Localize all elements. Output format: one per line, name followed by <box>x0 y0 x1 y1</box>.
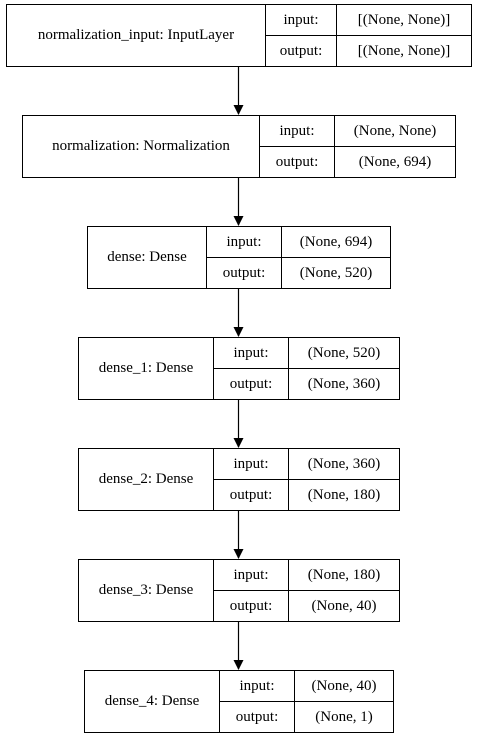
input-label: input: <box>260 116 335 146</box>
layer-node-dense-4: dense_4: Dense input: (None, 40) output:… <box>84 670 394 733</box>
layer-node-normalization-input: normalization_input: InputLayer input: [… <box>6 4 472 67</box>
input-label: input: <box>220 671 295 701</box>
output-label: output: <box>207 258 282 288</box>
output-shape: (None, 694) <box>358 153 432 170</box>
output-shape: (None, 1) <box>315 708 373 725</box>
layer-name: dense_1: Dense <box>79 338 214 399</box>
input-label: input: <box>214 560 289 590</box>
input-label: input: <box>207 227 282 257</box>
output-shape: (None, 520) <box>299 264 373 281</box>
output-shape: (None, 40) <box>311 597 377 614</box>
layer-name: dense_2: Dense <box>79 449 214 510</box>
input-shape: (None, None) <box>353 122 437 139</box>
layer-name: normalization_input: InputLayer <box>7 5 266 66</box>
input-label: input: <box>266 5 337 35</box>
layer-node-dense-1: dense_1: Dense input: (None, 520) output… <box>78 337 400 400</box>
input-shape: (None, 360) <box>307 455 381 472</box>
layer-name: dense: Dense <box>88 227 207 288</box>
input-shape: (None, 520) <box>307 344 381 361</box>
output-shape: [(None, None)] <box>357 42 451 59</box>
input-shape: (None, 40) <box>311 677 377 694</box>
layer-node-dense: dense: Dense input: (None, 694) output: … <box>87 226 391 289</box>
input-shape: (None, 180) <box>307 566 381 583</box>
layer-node-normalization: normalization: Normalization input: (Non… <box>22 115 456 178</box>
layer-name: dense_3: Dense <box>79 560 214 621</box>
output-label: output: <box>266 36 337 66</box>
layer-node-dense-3: dense_3: Dense input: (None, 180) output… <box>78 559 400 622</box>
layer-name: dense_4: Dense <box>85 671 220 732</box>
output-label: output: <box>260 147 335 177</box>
output-label: output: <box>214 591 289 621</box>
input-label: input: <box>214 338 289 368</box>
layer-name: normalization: Normalization <box>23 116 260 177</box>
input-label: input: <box>214 449 289 479</box>
output-shape: (None, 180) <box>307 486 381 503</box>
input-shape: [(None, None)] <box>357 11 451 28</box>
output-label: output: <box>220 702 295 732</box>
output-label: output: <box>214 480 289 510</box>
input-shape: (None, 694) <box>299 233 373 250</box>
layer-node-dense-2: dense_2: Dense input: (None, 360) output… <box>78 448 400 511</box>
output-shape: (None, 360) <box>307 375 381 392</box>
output-label: output: <box>214 369 289 399</box>
